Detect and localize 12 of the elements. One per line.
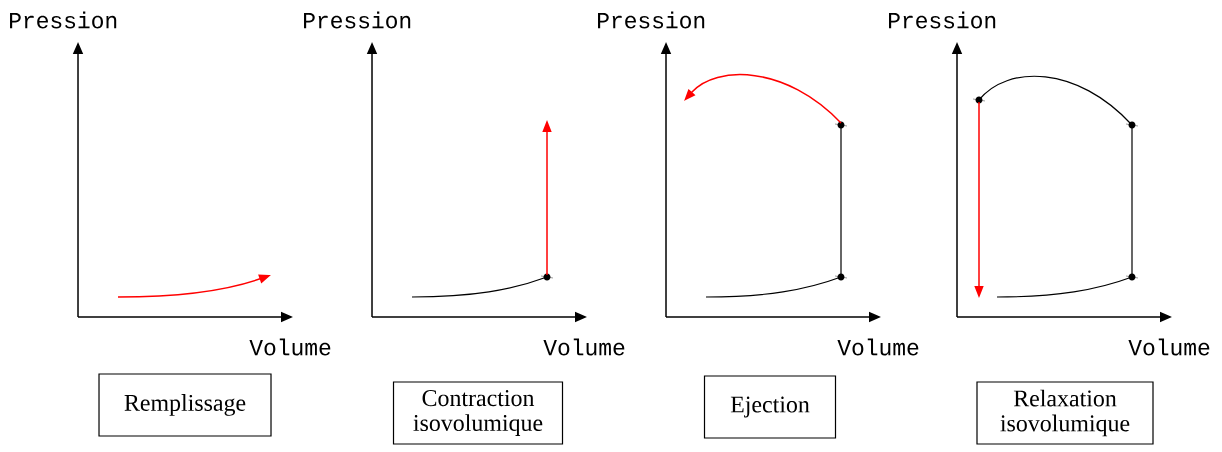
phase-box: Ejection bbox=[703, 375, 837, 439]
phase-box: Relaxation isovolumique bbox=[976, 381, 1154, 445]
phase-box: Contraction isovolumique bbox=[392, 381, 564, 445]
axis-label: Pression bbox=[304, 11, 411, 29]
axis-label: Volume bbox=[1128, 338, 1210, 356]
axis-label: Volume bbox=[249, 338, 331, 356]
axis-label: Volume bbox=[837, 338, 919, 356]
phase-box: Remplissage bbox=[98, 373, 272, 437]
axis-label: Pression bbox=[889, 11, 996, 29]
axis-label: Pression bbox=[598, 11, 705, 29]
axis-label: Volume bbox=[543, 338, 625, 356]
axis-label: Pression bbox=[10, 11, 117, 29]
